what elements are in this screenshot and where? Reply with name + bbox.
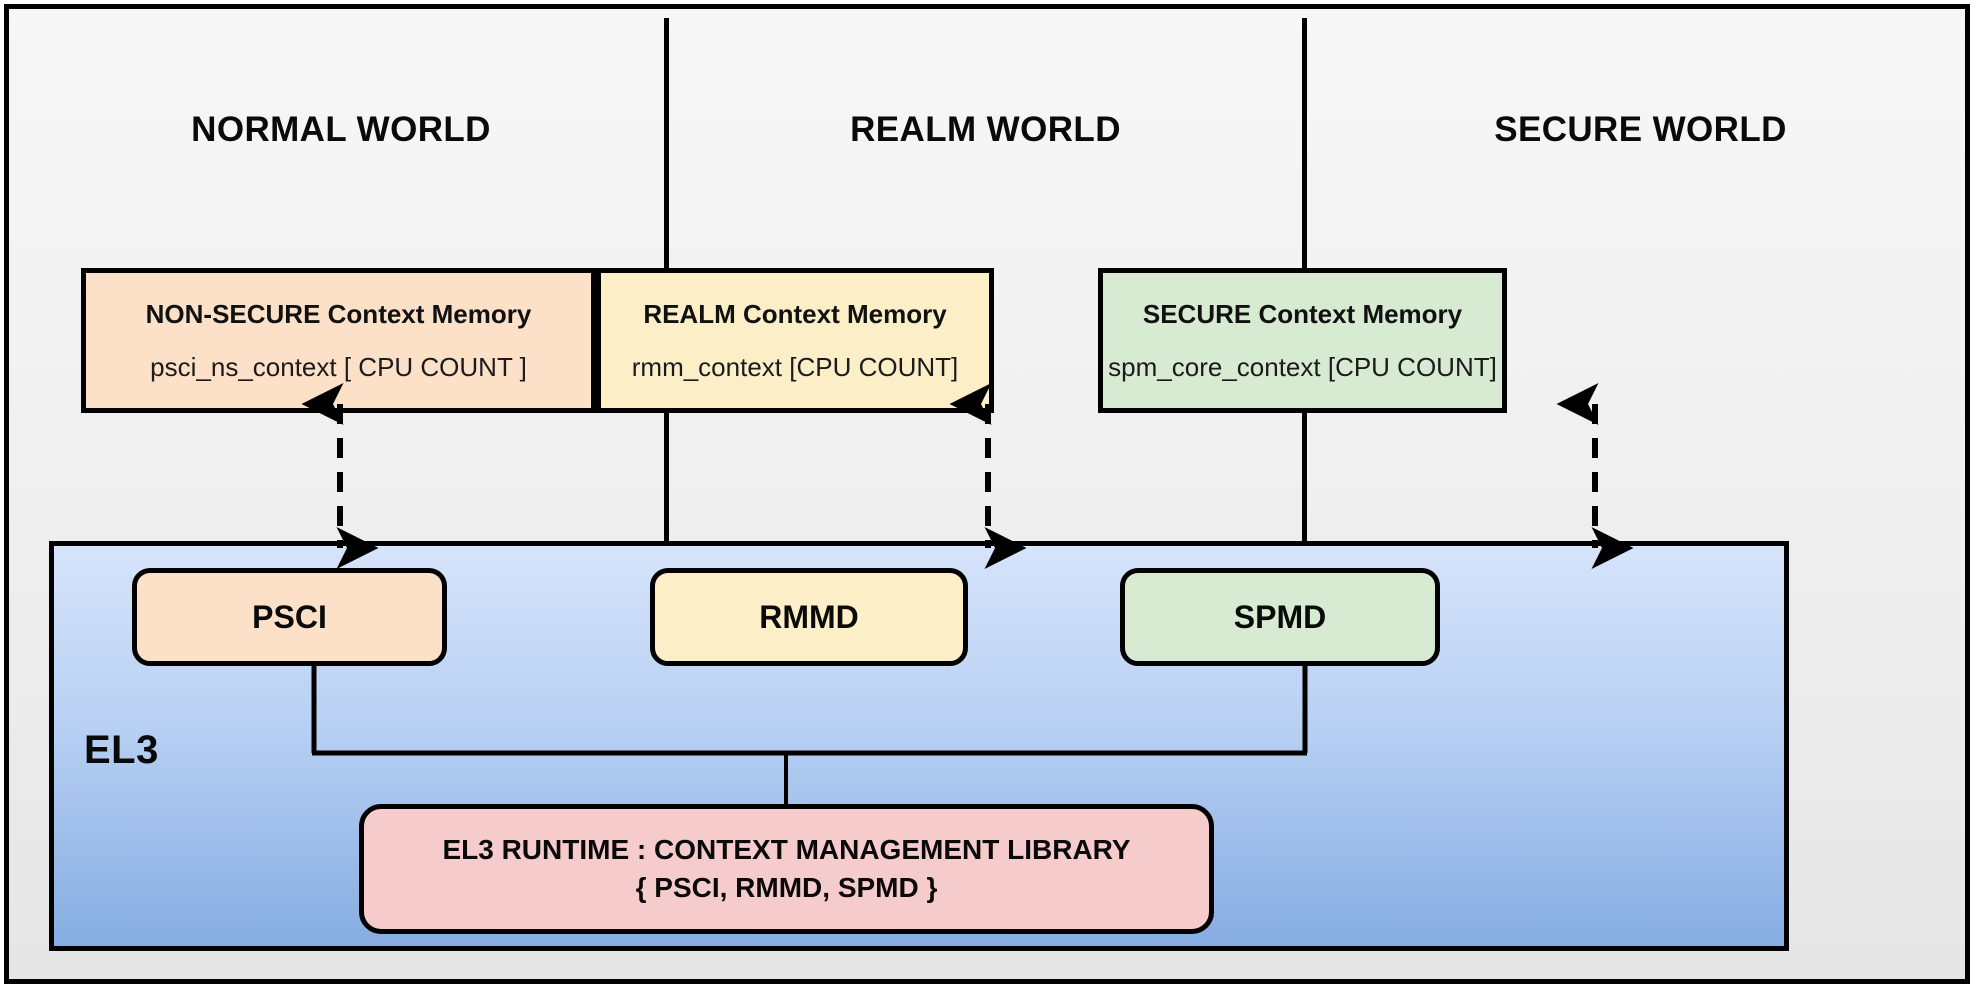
world-column-normal: NORMAL WORLD [18,18,664,546]
world-title-secure: SECURE WORLD [1494,110,1787,149]
service-label-psci: PSCI [252,598,327,635]
context-memory-box-non-secure[interactable]: NON-SECURE Context Memory psci_ns_contex… [81,268,596,413]
context-memory-subtitle-realm: rmm_context [CPU COUNT] [631,351,959,382]
el3-runtime-library-box[interactable]: EL3 RUNTIME : CONTEXT MANAGEMENT LIBRARY… [359,804,1214,934]
diagram-outer-frame: NORMAL WORLD REALM WORLD SECURE WORLD NO… [4,4,1970,984]
world-column-realm: REALM WORLD [669,18,1302,546]
service-box-rmmd[interactable]: RMMD [650,568,968,666]
service-box-spmd[interactable]: SPMD [1120,568,1440,666]
service-box-psci[interactable]: PSCI [132,568,447,666]
el3-runtime-library-line2: { PSCI, RMMD, SPMD } [635,872,938,903]
world-title-realm: REALM WORLD [850,110,1121,149]
el3-panel: EL3 PSCI RMMD SPMD [49,541,1789,951]
service-label-spmd: SPMD [1233,598,1327,635]
context-memory-title-secure: SECURE Context Memory [1142,298,1463,329]
el3-runtime-library-line1: EL3 RUNTIME : CONTEXT MANAGEMENT LIBRARY [442,834,1131,865]
context-memory-subtitle-secure: spm_core_context [CPU COUNT] [1108,351,1497,382]
context-memory-box-secure[interactable]: SECURE Context Memory spm_core_context [… [1098,268,1507,413]
service-label-rmmd: RMMD [759,598,859,635]
context-memory-title-non-secure: NON-SECURE Context Memory [145,298,532,329]
el3-label: EL3 [84,728,159,772]
worlds-band: NORMAL WORLD REALM WORLD SECURE WORLD NO… [18,18,1974,546]
context-memory-title-realm: REALM Context Memory [643,298,947,329]
world-column-secure: SECURE WORLD [1307,18,1974,546]
context-memory-subtitle-non-secure: psci_ns_context [ CPU COUNT ] [150,351,527,382]
context-memory-box-realm[interactable]: REALM Context Memory rmm_context [CPU CO… [596,268,994,413]
world-title-normal: NORMAL WORLD [191,110,491,149]
